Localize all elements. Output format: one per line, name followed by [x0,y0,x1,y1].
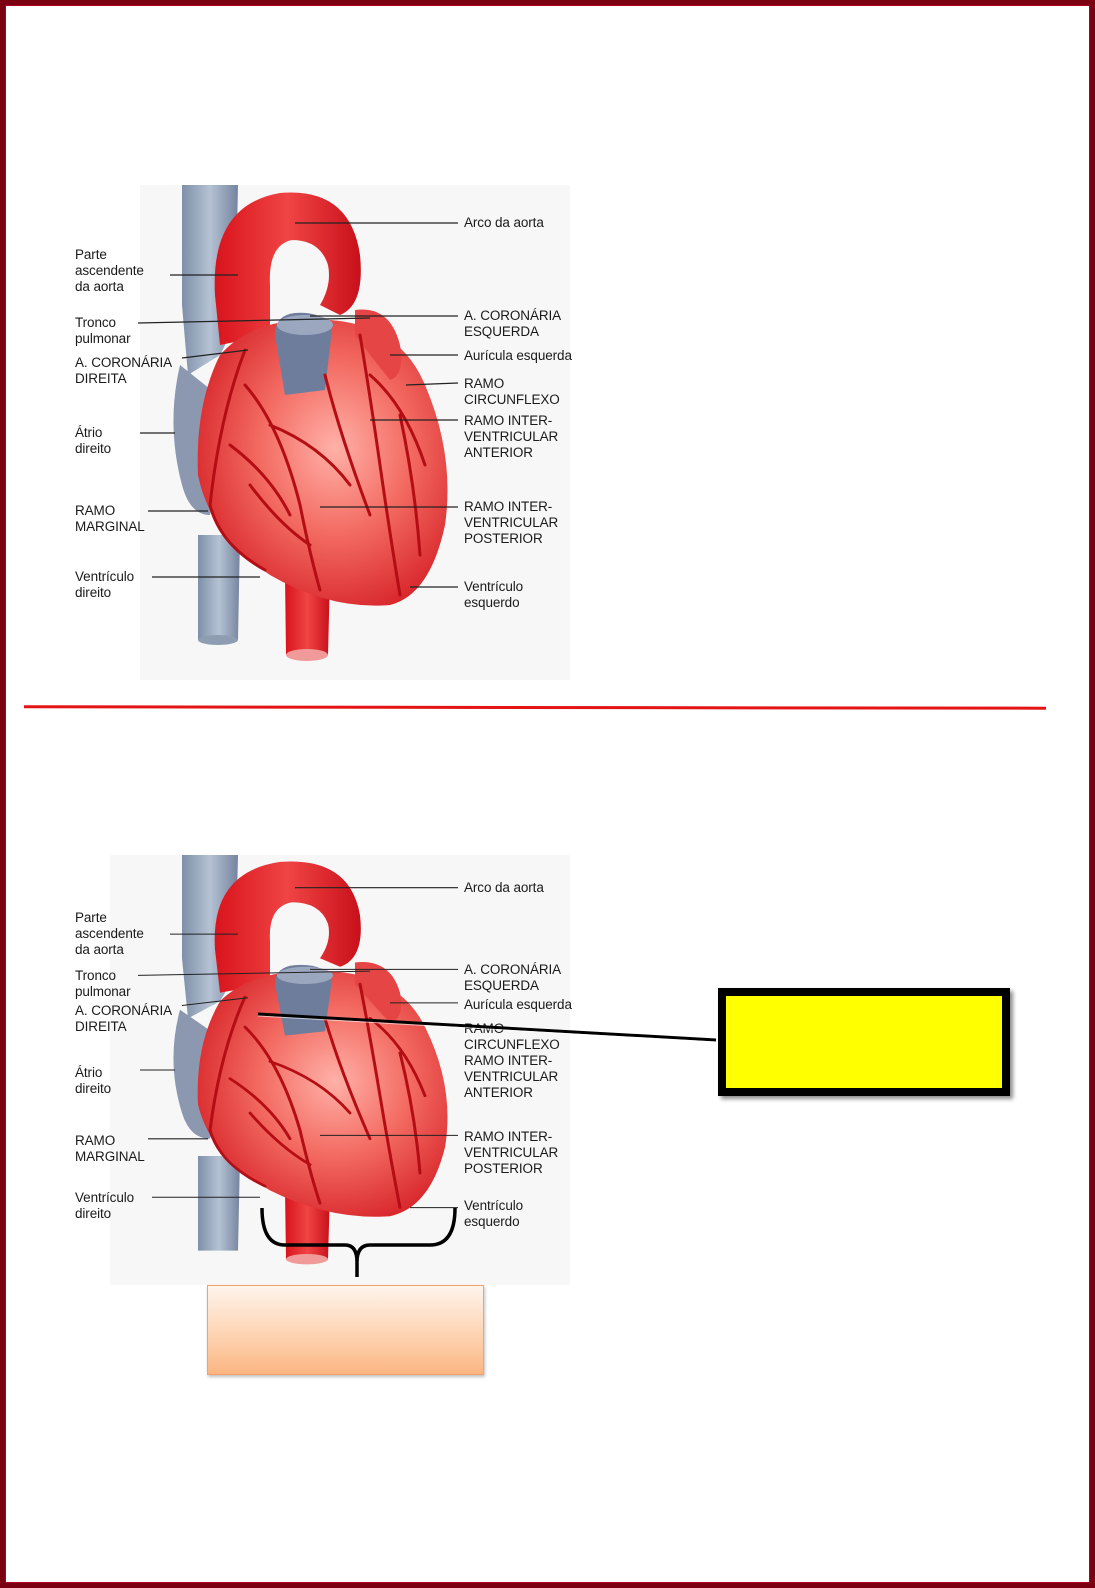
label-ventriculo-direito: Ventrículo direito [75,569,135,600]
label-tronco-pulmonar: Tronco pulmonar [75,968,131,999]
label-ramo-interventricular-posterior: RAMO INTER- VENTRICULAR POSTERIOR [464,499,559,546]
label-parte-ascendente: Parte ascendente da aorta [75,247,144,294]
label-ramo-marginal: RAMO MARGINAL [75,503,145,534]
label-atrio-direito: Átrio direito [75,1065,112,1096]
coronary-arteries [208,333,427,597]
leader-lines [137,222,459,588]
inferior-vena-cava [198,535,240,640]
label-coronaria-direita: A. CORONÁRIA DIREITA [75,355,173,386]
answer-box-orange[interactable] [207,1285,484,1375]
label-coronaria-esquerda: A. CORONÁRIA ESQUERDA [464,308,562,339]
label-ventriculo-direito: Ventrículo direito [75,1190,135,1221]
label-arco-aorta: Arco da aorta [464,880,544,895]
coronary-arteries [208,982,427,1209]
curly-brace [260,1207,457,1277]
aortic-arch [214,192,361,345]
aortic-arch [214,861,361,993]
label-auricula-esquerda: Aurícula esquerda [464,997,572,1012]
heart-illustration [110,855,570,1285]
label-ventriculo-esquerdo: Ventrículo esquerdo [464,1198,524,1229]
label-coronaria-esquerda: A. CORONÁRIA ESQUERDA [464,962,562,993]
label-ramo-interventricular-anterior: RAMO INTER- VENTRICULAR ANTERIOR [464,1053,559,1100]
label-ramo-marginal: RAMO MARGINAL [75,1133,145,1164]
answer-box-yellow[interactable] [718,988,1010,1096]
leader-lines [137,887,458,1209]
label-ventriculo-esquerdo: Ventrículo esquerdo [464,579,524,610]
label-tronco-pulmonar: Tronco pulmonar [75,315,131,346]
heart-illustration [137,185,570,680]
label-ramo-interventricular-posterior: RAMO INTER- VENTRICULAR POSTERIOR [464,1129,559,1176]
label-ramo-interventricular-anterior: RAMO INTER- VENTRICULAR ANTERIOR [464,413,559,460]
heart-figure-bottom: Parte ascendente da aorta Tronco pulmona… [70,855,630,1285]
label-auricula-esquerda: Aurícula esquerda [464,348,572,363]
label-arco-aorta: Arco da aorta [464,215,544,230]
callout-pointer-line [257,1012,717,1042]
label-parte-ascendente: Parte ascendente da aorta [75,910,144,957]
heart-figure-top: Parte ascendente da aorta Tronco pulmona… [70,185,630,685]
label-coronaria-direita: A. CORONÁRIA DIREITA [75,1003,173,1034]
label-ramo-circunflexo: RAMO CIRCUNFLEXO [464,376,560,407]
left-auricle-shape [355,962,402,1023]
label-atrio-direito: Átrio direito [75,425,112,456]
inferior-vena-cava [198,1156,240,1251]
left-auricle-shape [355,309,402,380]
